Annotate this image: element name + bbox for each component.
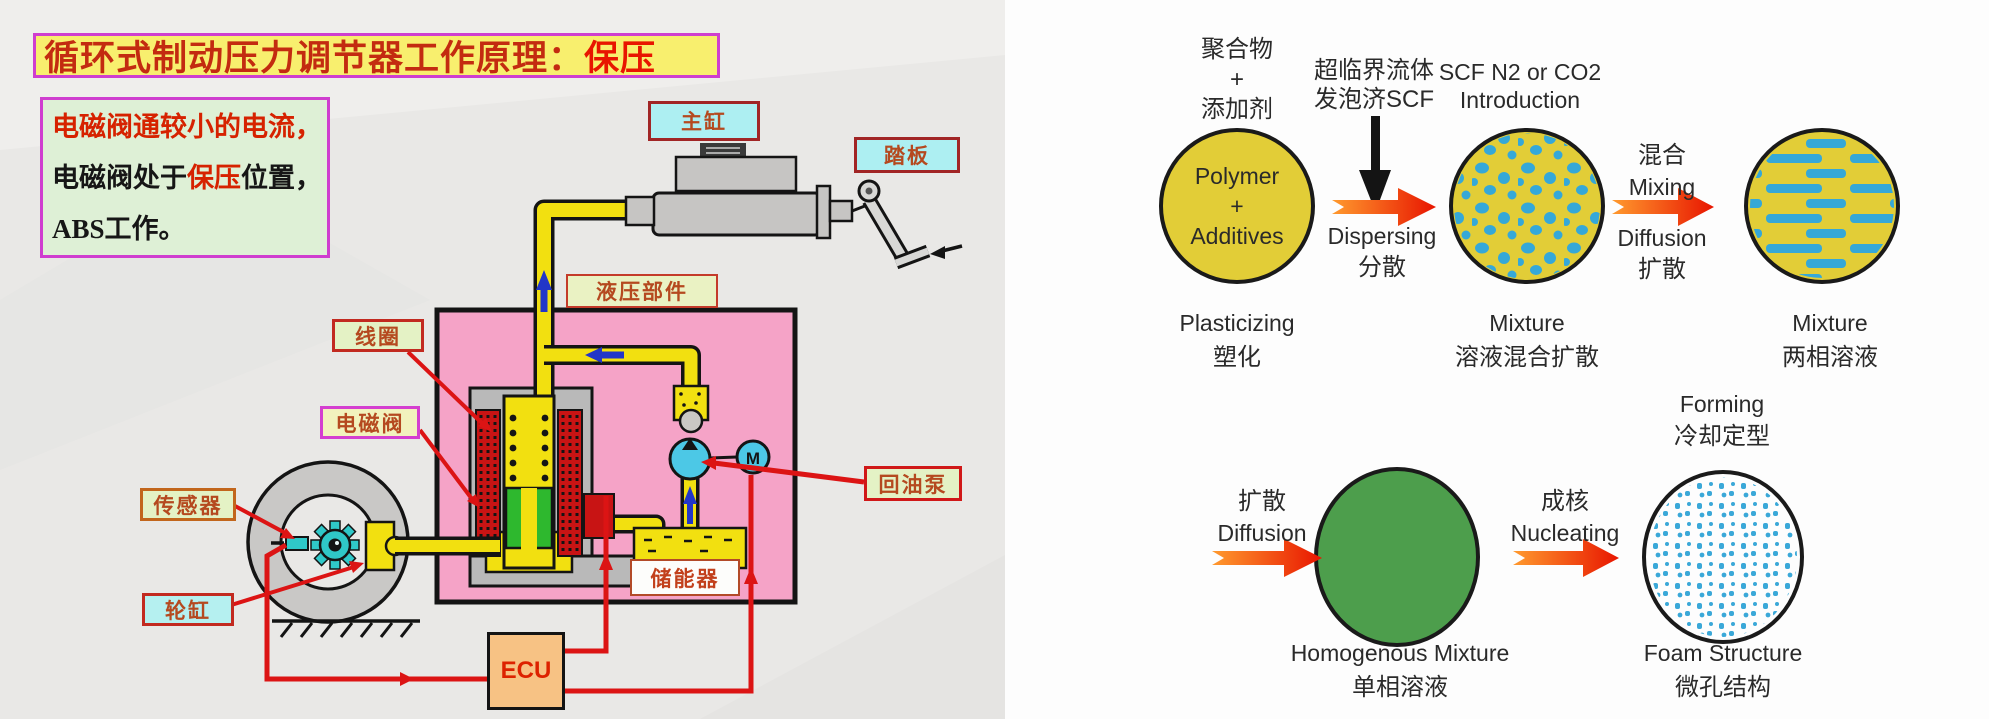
description-line1: 电磁阀通较小的电流， <box>52 112 322 142</box>
ecu-wire-arrowheads <box>400 456 758 686</box>
pedal-force-arrow <box>941 244 963 253</box>
description-line3: ABS工作。 <box>52 214 186 244</box>
ecu-wires <box>264 460 865 694</box>
label-return-pump: 回油泵 <box>864 466 962 501</box>
slide-title-highlight: 保压 <box>584 39 657 78</box>
caption-foam-structure: Foam Structure 微孔结构 <box>1643 640 1803 701</box>
return-pump <box>668 437 712 481</box>
right-background <box>1005 0 1989 719</box>
label-master-cylinder: 主缸 <box>648 101 760 141</box>
circle-homogenous-mixture <box>1314 467 1480 647</box>
circle-polymer-text: Polymer + Additives <box>1190 163 1284 249</box>
caption-mixture-two-phase: Mixture 两相溶液 <box>1782 310 1878 371</box>
ground <box>272 619 420 638</box>
label-solenoid-valve: 电磁阀 <box>320 406 420 439</box>
forming-label: Forming 冷却定型 <box>1674 391 1770 450</box>
arrow-dispersing <box>1332 188 1436 226</box>
arrow-nucleating <box>1513 539 1619 577</box>
flow-arrow-up-pump <box>683 486 697 524</box>
scf-intro-header: SCF N2 or CO2 Introduction <box>1438 59 1602 113</box>
tone-wheel-gear <box>310 520 360 570</box>
brake-pedal <box>857 179 963 270</box>
label-pointer-lines <box>227 350 488 608</box>
nucleating-label: 成核 Nucleating <box>1510 488 1620 546</box>
label-hydraulic-unit: 液压部件 <box>566 274 718 308</box>
label-sensor: 传感器 <box>140 488 236 521</box>
master-cylinder <box>624 143 871 240</box>
flow-arrow-left <box>585 347 624 363</box>
dispersing-label: Dispersing 分散 <box>1327 223 1437 281</box>
solenoid-valve-internals <box>475 394 615 574</box>
caption-mixture-dispersed: Mixture 溶液混合扩散 <box>1455 310 1599 371</box>
bg-facet <box>700 555 1005 719</box>
label-coil: 线圈 <box>332 319 424 352</box>
motor-letter: M <box>746 449 760 468</box>
circle-foam-structure <box>1642 470 1804 644</box>
label-pedal: 踏板 <box>854 137 960 173</box>
description-line2: 电磁阀处于保压位置， <box>52 163 322 193</box>
circle-polymer <box>1159 128 1315 284</box>
circle-two-phase-mixture <box>1744 128 1900 284</box>
ecu-box: ECU <box>487 632 565 710</box>
scf-fluid-header: 超临界流体 发泡济SCF <box>1314 57 1434 113</box>
label-pointer-arrowheads <box>280 418 492 573</box>
label-wheel-cylinder: 轮缸 <box>142 593 234 626</box>
diffusion-label: 扩散 Diffusion <box>1217 488 1307 546</box>
flow-arrow-up-main <box>536 270 552 312</box>
slide-title: 循环式制动压力调节器工作原理：保压 <box>33 33 720 78</box>
slide-title-main: 循环式制动压力调节器工作原理： <box>44 39 585 78</box>
description-box: 电磁阀通较小的电流， 电磁阀处于保压位置， ABS工作。 <box>40 97 330 258</box>
arrow-diffusion <box>1212 539 1322 577</box>
valve-springs <box>509 414 549 482</box>
stage1-header: 聚合物 + 添加剂 <box>1201 36 1273 123</box>
caption-homogenous-mixture: Homogenous Mixture 单相溶液 <box>1290 640 1510 701</box>
mixing-label-below: Diffusion 扩散 <box>1617 225 1707 283</box>
mixing-label-above: 混合 Mixing <box>1628 142 1696 200</box>
arrow-mixing <box>1612 188 1714 226</box>
caption-plasticizing: Plasticizing 塑化 <box>1179 310 1295 371</box>
wheel-speed-sensor <box>271 536 309 551</box>
check-valve <box>672 384 710 434</box>
circle-dispersed-mixture <box>1449 128 1605 284</box>
scf-injection-arrow <box>1359 116 1391 212</box>
label-accumulator: 储能器 <box>630 559 740 596</box>
